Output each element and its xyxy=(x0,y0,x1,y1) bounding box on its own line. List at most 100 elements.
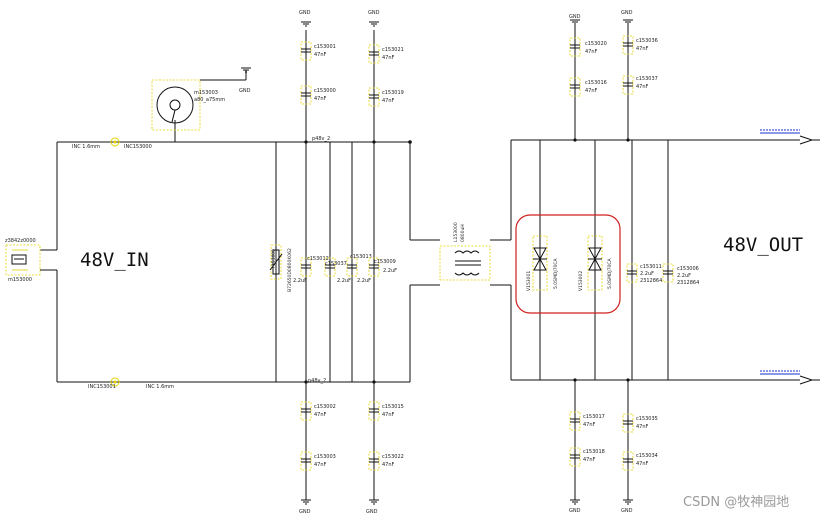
cap-val: 47nF xyxy=(314,462,327,468)
gnd-label: GND xyxy=(299,10,311,16)
cap-val: 47nF xyxy=(636,424,649,430)
inductor-ref: L153000 xyxy=(453,222,459,242)
gnd-symbol xyxy=(623,19,633,25)
cap-ref: c153002 xyxy=(314,404,336,410)
capacitor: c153001 47nF xyxy=(300,41,336,61)
connector-ref: z3842z0000 xyxy=(5,238,36,244)
cap-val: 47nF xyxy=(636,46,649,52)
gnd-symbol xyxy=(301,499,311,505)
cap-ref: c153017 xyxy=(583,414,605,420)
capacitor: c153006 2.2uF 2312864 xyxy=(662,263,699,286)
cap-ref: c153035 xyxy=(636,416,658,422)
net-label-bottom: p48v_2 xyxy=(308,378,326,384)
tvs-val: 5.0SMDJ70CA xyxy=(553,257,559,289)
capacitor: c153021 47nF xyxy=(368,44,404,64)
cap-val: 47nF xyxy=(382,462,395,468)
cap-ref: c153012 xyxy=(307,256,329,262)
inc-holes: INC 1.6mm INC153000 INC153001 INC 1.6mm xyxy=(72,137,174,390)
inc-label: INC153000 xyxy=(124,144,152,150)
cap-val: 47nF xyxy=(314,52,327,58)
inc-label: INC 1.6mm xyxy=(146,384,174,390)
fan-ref: m153003 xyxy=(194,90,218,96)
caps-mid-out: c153011 2.2uF 2312864 c153006 2.2uF 2312… xyxy=(626,263,699,286)
capacitor: c153036 47nF xyxy=(622,35,658,55)
cap-ref: c153013 xyxy=(350,254,372,260)
tvs-val: 5.0SMDJ70CA xyxy=(607,257,613,289)
capacitor: c153018 47nF xyxy=(569,447,605,467)
capacitor: c153017 47nF xyxy=(569,411,605,431)
gnd-symbol xyxy=(369,499,379,505)
capacitor: c153000 47nF xyxy=(300,85,336,105)
cap-ref: c153018 xyxy=(583,449,605,455)
cap-val: 2.2uF xyxy=(383,268,397,274)
cap-val: 2.2uF xyxy=(293,278,307,284)
cap-val: 47nF xyxy=(636,461,649,467)
cap-ref: c153019 xyxy=(382,90,404,96)
cap-pkg: 2312864 xyxy=(640,278,662,284)
gnd-label: GND xyxy=(569,508,581,514)
caps-top-in: c153001 47nF c153000 47nF c153021 47nF c… xyxy=(300,41,404,107)
cap-val: 47nF xyxy=(583,422,596,428)
connector-val: m153000 xyxy=(8,277,32,283)
capacitor: c153003 47nF xyxy=(300,451,336,471)
cap-val: 2.2uF xyxy=(337,278,351,284)
fan-val: a80_a75mm xyxy=(194,97,225,103)
capacitor: c153002 47nF xyxy=(300,401,336,421)
cap-val: 47nF xyxy=(382,55,395,61)
output-title: 48V_OUT xyxy=(723,234,803,256)
cap-ref: c153022 xyxy=(382,454,404,460)
wires xyxy=(40,25,800,500)
cap-ref: c153011 xyxy=(640,264,662,270)
cap-val: 47nF xyxy=(585,88,598,94)
cap-val: 47nF xyxy=(382,412,395,418)
capacitor: c153019 47nF xyxy=(368,87,404,107)
tvs-ref: V153002 xyxy=(578,271,584,291)
capacitor: c153015 47nF xyxy=(368,401,404,421)
varistor-val: B72650D0800K062 xyxy=(287,248,293,292)
cap-pkg: 2312864 xyxy=(677,280,699,286)
cap-ref: c153016 xyxy=(585,80,607,86)
inc-label: INC153001 xyxy=(88,384,116,390)
caps-top-out: c153020 47nF c153016 47nF c153036 47nF c… xyxy=(569,35,658,97)
cap-val: 47nF xyxy=(636,84,649,90)
cap-val: 47nF xyxy=(585,49,598,55)
gnd-symbols: GND GND GND GND GND GND GND GND GND xyxy=(239,10,633,515)
capacitor: c153011 2.2uF 2312864 xyxy=(626,263,662,284)
capacitor: c153035 47nF xyxy=(622,413,658,433)
output-port-top xyxy=(760,129,820,145)
capacitor: c153022 47nF xyxy=(368,451,404,471)
input-connector: z3842z0000 m153000 xyxy=(5,238,41,283)
gnd-label: GND xyxy=(621,10,633,16)
cap-val: 2.2uF xyxy=(357,278,371,284)
tvs-ref: V153001 xyxy=(526,271,532,291)
cap-ref: c153006 xyxy=(677,266,699,272)
gnd-label: GND xyxy=(299,509,311,515)
cap-ref: c153037 xyxy=(325,261,347,267)
gnd-symbol xyxy=(301,21,311,27)
inductor-val: 0800uH xyxy=(460,224,466,242)
fan-component: m153003 a80_a75mm xyxy=(151,79,225,131)
cap-ref: c153000 xyxy=(314,88,336,94)
gnd-label: GND xyxy=(368,10,380,16)
gnd-label: GND xyxy=(366,509,378,515)
cap-ref: c153034 xyxy=(636,453,658,459)
cap-val: 47nF xyxy=(314,412,327,418)
gnd-symbol xyxy=(369,21,379,27)
capacitor: c153016 47nF xyxy=(569,77,607,97)
capacitor: c153020 47nF xyxy=(569,37,607,57)
gnd-label: GND xyxy=(239,88,251,94)
cap-val: 47nF xyxy=(382,98,395,104)
varistor-ref: r153000 xyxy=(271,249,277,268)
inductor-component: L153000 0800uH xyxy=(439,222,491,281)
cap-ref: c153009 xyxy=(374,259,396,265)
gnd-symbol xyxy=(570,19,580,25)
varistor-component: r153000 B72650D0800K062 xyxy=(269,244,293,292)
input-title: 48V_IN xyxy=(80,249,149,271)
net-label-top: p48v_2 xyxy=(312,136,330,142)
cap-ref: c153036 xyxy=(636,38,658,44)
gnd-symbol xyxy=(570,499,580,505)
inc-label: INC 1.6mm xyxy=(72,144,100,150)
capacitor: c153034 47nF xyxy=(622,451,658,471)
gnd-label: GND xyxy=(621,508,633,514)
